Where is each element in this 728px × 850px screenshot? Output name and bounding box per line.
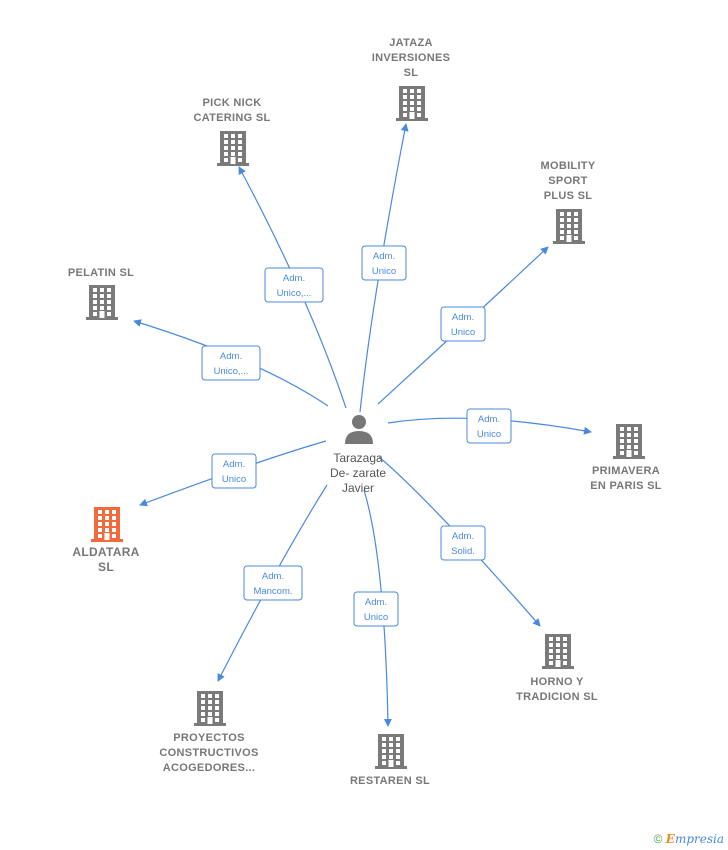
edge-label-text: Unico,... — [214, 366, 249, 377]
company-node-horno[interactable]: HORNO Y TRADICION SL — [516, 634, 598, 703]
building-icon[interactable] — [194, 691, 226, 726]
company-node-primavera[interactable]: PRIMAVERA EN PARIS SL — [590, 424, 662, 492]
edge-label-box[interactable] — [466, 408, 512, 444]
edge-label-primavera[interactable]: Adm. Unico — [466, 408, 512, 444]
edge-label-text: Adm. — [220, 351, 242, 362]
person-icon — [345, 415, 373, 444]
building-icon[interactable] — [217, 131, 249, 166]
company-name[interactable]: MOBILITY — [541, 160, 596, 172]
edge-label-restaren[interactable]: Adm. Unico — [353, 591, 399, 627]
edge-label-text: Unico — [222, 474, 246, 485]
building-icon[interactable] — [553, 209, 585, 244]
company-name[interactable]: PICK NICK — [203, 97, 262, 109]
company-name[interactable]: SPORT — [548, 175, 587, 187]
building-icon[interactable] — [86, 285, 118, 320]
edge-label-text: Adm. — [365, 597, 387, 608]
edge-label-box[interactable] — [440, 525, 486, 561]
edge-label-text: Unico — [451, 327, 475, 338]
edge-label-box[interactable] — [353, 591, 399, 627]
edge-label-text: Mancom. — [253, 586, 292, 597]
person-name[interactable]: Javier — [342, 481, 374, 495]
edge-label-text: Unico — [372, 266, 396, 277]
building-icon[interactable] — [542, 634, 574, 669]
edge-primavera: Adm. Unico — [387, 408, 592, 444]
company-name[interactable]: PRIMAVERA — [592, 465, 660, 477]
edge-label-box[interactable] — [211, 453, 257, 489]
company-node-restaren[interactable]: RESTAREN SL — [350, 734, 430, 787]
edge-label-text: Solid. — [451, 546, 475, 557]
edge-label-box[interactable] — [243, 565, 303, 601]
edge-label-box[interactable] — [201, 345, 261, 381]
edge-restaren: Adm. Unico — [353, 489, 399, 727]
brand-name: mpresia — [674, 832, 724, 846]
building-icon[interactable] — [613, 424, 645, 459]
edge-jataza: Adm. Unico — [359, 123, 409, 413]
edge-label-text: Unico — [477, 429, 501, 440]
edge-label-proyectos[interactable]: Adm. Mancom. — [243, 565, 303, 601]
edge-proyectos: Adm. Mancom. — [217, 484, 328, 682]
building-icon[interactable] — [375, 734, 407, 769]
company-node-pelatin[interactable]: PELATIN SL — [68, 267, 134, 320]
edge-label-jataza[interactable]: Adm. Unico — [361, 245, 407, 281]
company-name[interactable]: SL — [404, 67, 419, 79]
person-name[interactable]: De- zarate — [330, 466, 386, 480]
edge-label-text: Unico — [364, 612, 388, 623]
company-node-proyectos[interactable]: PROYECTOS CONSTRUCTIVOS ACOGEDORES... — [159, 691, 258, 774]
company-name[interactable]: EN PARIS SL — [590, 480, 662, 492]
edge-label-text: Adm. — [452, 531, 474, 542]
edge-line — [359, 123, 409, 413]
company-name[interactable]: TRADICION SL — [516, 691, 598, 703]
company-name[interactable]: CATERING SL — [193, 112, 270, 124]
company-node-picknick[interactable]: PICK NICK CATERING SL — [193, 97, 270, 166]
edge-line — [363, 489, 392, 727]
edge-picknick: Adm. Unico,... — [238, 166, 347, 409]
edge-label-text: Adm. — [283, 273, 305, 284]
edge-label-mobility[interactable]: Adm. Unico — [440, 306, 486, 342]
edge-label-pelatin[interactable]: Adm. Unico,... — [201, 345, 261, 381]
company-name[interactable]: INVERSIONES — [372, 52, 451, 64]
building-icon[interactable] — [91, 507, 123, 542]
edge-label-text: Adm. — [373, 251, 395, 262]
edge-aldatara: Adm. Unico — [139, 440, 327, 507]
building-icon[interactable] — [396, 86, 428, 121]
company-name[interactable]: RESTAREN SL — [350, 775, 430, 787]
edge-label-text: Adm. — [452, 312, 474, 323]
company-name[interactable]: PLUS SL — [544, 190, 593, 202]
edge-mobility: Adm. Unico — [377, 246, 549, 405]
company-name[interactable]: ALDATARA — [72, 545, 139, 559]
company-name[interactable]: PROYECTOS — [173, 732, 245, 744]
footer-brand: © Empresia — [654, 832, 724, 846]
edge-label-text: Adm. — [223, 459, 245, 470]
edge-horno: Adm. Solid. — [378, 456, 541, 627]
edge-label-box[interactable] — [361, 245, 407, 281]
edge-label-aldatara[interactable]: Adm. Unico — [211, 453, 257, 489]
company-name[interactable]: SL — [98, 560, 114, 574]
company-name[interactable]: CONSTRUCTIVOS — [159, 747, 258, 759]
edge-line — [378, 456, 541, 627]
edge-label-box[interactable] — [264, 267, 324, 303]
edge-label-box[interactable] — [440, 306, 486, 342]
edge-label-text: Adm. — [478, 414, 500, 425]
edge-label-picknick[interactable]: Adm. Unico,... — [264, 267, 324, 303]
company-node-mobility[interactable]: MOBILITY SPORT PLUS SL — [541, 160, 596, 244]
edge-pelatin: Adm. Unico,... — [133, 319, 329, 407]
copyright-symbol: © — [653, 832, 663, 846]
company-name[interactable]: PELATIN SL — [68, 267, 134, 279]
company-name[interactable]: HORNO Y — [530, 676, 584, 688]
company-name[interactable]: JATAZA — [389, 37, 433, 49]
person-name[interactable]: Tarazaga — [333, 451, 383, 465]
edge-label-text: Unico,... — [277, 288, 312, 299]
company-name[interactable]: ACOGEDORES... — [163, 762, 256, 774]
edge-label-text: Adm. — [262, 571, 284, 582]
brand-initial: E — [665, 832, 675, 846]
edge-label-horno[interactable]: Adm. Solid. — [440, 525, 486, 561]
company-node-jataza[interactable]: JATAZA INVERSIONES SL — [372, 37, 451, 121]
